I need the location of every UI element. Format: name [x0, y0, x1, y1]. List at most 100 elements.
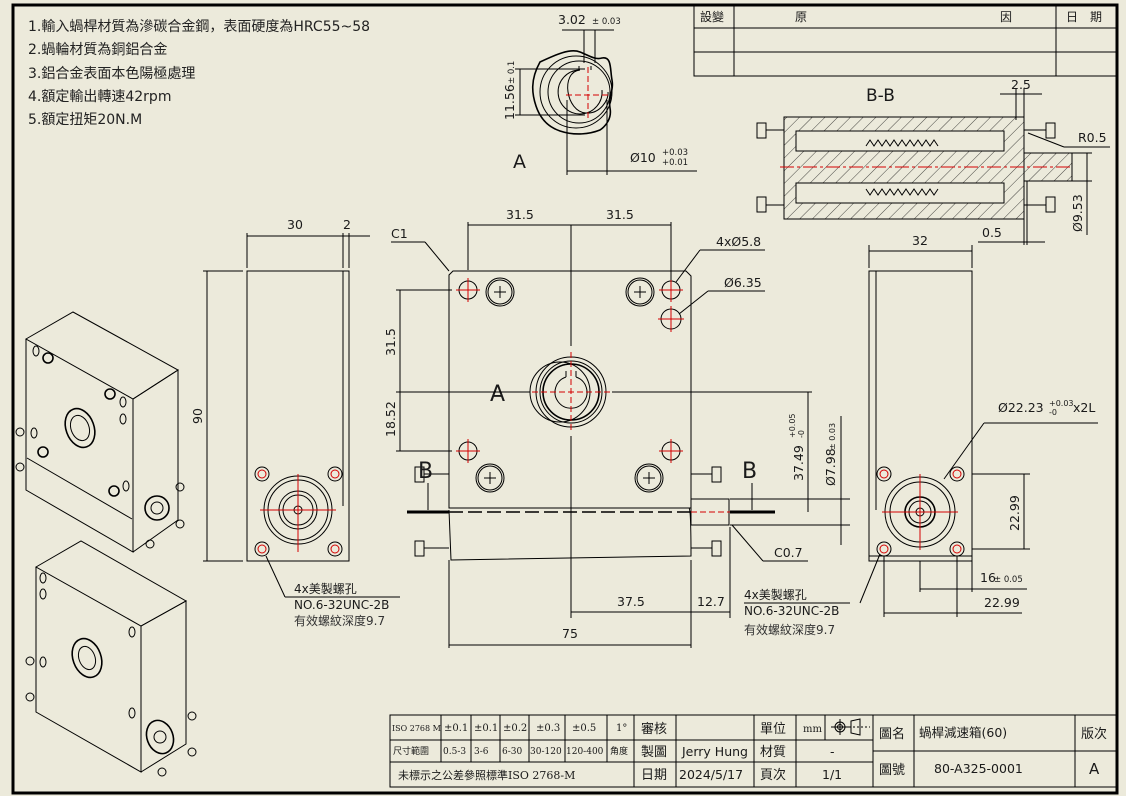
page-label: 頁次 [760, 767, 786, 783]
total-width-dim: 75 [562, 626, 578, 641]
shaft-dia-dim: Ø10 [630, 150, 656, 165]
bore-22-23-tol-upper: +0.03 [1049, 399, 1074, 408]
bore-22-23-dim: Ø22.23 [998, 400, 1044, 415]
right-side-view: 32 Ø22.23 +0.03 -0 x2L 22.99 16 ± 0.05 2… [859, 233, 1098, 617]
radius-dim: R0.5 [1078, 130, 1107, 145]
left-callout-line2: NO.6-32UNC-2B [294, 598, 389, 612]
section-marker-left: B [418, 459, 433, 484]
bore-22-23-tol-lower: -0 [1049, 408, 1057, 417]
review-label: 審核 [641, 722, 667, 737]
left-flange-dim: 2 [343, 217, 351, 232]
shaft-7-98-dim: Ø7.98 [823, 448, 838, 486]
hole-spacing-v-dim: 22.99 [1007, 495, 1022, 531]
range-4: 30-120 [530, 747, 562, 757]
note-5: 5.額定扭矩20N.M [28, 112, 142, 128]
revision-header-reason-1: 原 [795, 10, 807, 24]
sheet-border [11, 3, 1119, 795]
center-to-edge-dim: 37.5 [617, 594, 645, 609]
chamfer-c1: C1 [391, 226, 408, 241]
tolerance-standard: ISO 2768 M [392, 724, 441, 733]
tolerance-table: ISO 2768 M ±0.1 ±0.1 ±0.2 ±0.3 ±0.5 1° 尺… [389, 714, 874, 788]
range-5: 120-400 [566, 747, 604, 757]
tolerance-3: ±0.2 [503, 723, 527, 734]
drawn-value: Jerry Hung [681, 744, 748, 759]
drawing-number-value: 80-A325-0001 [934, 761, 1023, 776]
unit-value: mm [803, 724, 822, 735]
keyway-height-tol: ± 0.1 [507, 61, 517, 84]
center-offset-dim: 16 [980, 570, 996, 585]
hole-6-35-callout: Ø6.35 [724, 275, 762, 290]
chamfer-c0-7: C0.7 [774, 545, 803, 560]
isometric-view-top [15, 311, 185, 553]
bore-dia-dim: Ø9.53 [1070, 194, 1085, 232]
front-callout-line2: NO.6-32UNC-2B [744, 604, 839, 618]
top-to-center-dim: 31.5 [383, 328, 398, 356]
material-value: - [830, 744, 835, 759]
tolerance-footnote: 未標示之公差參照標準ISO 2768-M [398, 768, 575, 782]
version-value: A [1089, 760, 1100, 778]
unit-label: 單位 [760, 722, 786, 737]
range-2: 3-6 [474, 747, 489, 757]
keyway-width-tol: ± 0.03 [592, 17, 621, 27]
revision-header-date: 日 期 [1066, 10, 1102, 24]
revision-header-change: 設變 [700, 9, 724, 24]
drawing-name-label: 圖名 [879, 726, 905, 742]
material-label: 材質 [760, 745, 786, 760]
view-a-marker: A [490, 382, 505, 407]
tolerance-5: ±0.5 [572, 723, 596, 734]
date-value: 2024/5/17 [679, 767, 743, 782]
revision-header-reason-2: 因 [1000, 10, 1012, 24]
version-label: 版次 [1081, 726, 1107, 742]
note-1: 1.輸入蝸桿材質為滲碳合金鋼，表面硬度為HRC55~58 [28, 19, 370, 35]
range-angle: 角度 [610, 745, 628, 757]
hole-spacing-h-dim: 22.99 [984, 595, 1020, 610]
first-angle-projection-icon [831, 718, 870, 736]
front-left-half-dim: 31.5 [506, 207, 534, 222]
note-2: 2.蝸輪材質為銅鋁合金 [28, 41, 167, 58]
drawing-number-label: 圖號 [879, 763, 905, 778]
tolerance-1: ±0.1 [444, 723, 468, 734]
left-side-view: 30 2 90 4x美製螺孔 NO.6-32UNC-2B 有效螺紋深度9.7 [190, 217, 400, 628]
height-37-49-dim: 37.49 [791, 445, 806, 481]
tolerance-4: ±0.3 [536, 723, 560, 734]
left-callout-line3: 有效螺紋深度9.7 [294, 613, 385, 628]
front-callout-line1: 4x美製螺孔 [744, 588, 807, 602]
holes-5-8-callout: 4xØ5.8 [716, 234, 761, 249]
drawing-name-value: 蝸桿減速箱(60) [919, 725, 1007, 740]
title-block: 圖名 蝸桿減速箱(60) 圖號 80-A325-0001 版次 A [872, 714, 1118, 788]
center-offset-tol: ± 0.05 [994, 575, 1023, 585]
note-4: 4.額定輸出轉速42rpm [28, 89, 171, 105]
height-37-49-tol-lower: -0 [797, 430, 806, 438]
front-callout-line3: 有效螺紋深度9.7 [744, 622, 835, 637]
height-37-49-tol-upper: +0.05 [788, 413, 797, 438]
date-label: 日期 [641, 768, 667, 783]
shaft-dia-tol-lower: +0.01 [662, 158, 688, 168]
keyway-width-dim: 3.02 [558, 12, 586, 27]
left-height-dim: 90 [190, 408, 205, 424]
left-width-dim: 30 [287, 217, 303, 232]
left-callout-line1: 4x美製螺孔 [294, 582, 357, 596]
bore-22-23-suffix: x2L [1073, 400, 1095, 415]
detail-view-a: 3.02 ± 0.03 11.56 ± 0.1 A Ø10 +0.03 +0.0… [502, 12, 697, 175]
offset-dim: 0.5 [982, 225, 1002, 240]
groove-width-dim: 2.5 [1011, 77, 1031, 92]
shaft-length-dim: 12.7 [697, 594, 725, 609]
section-marker-right: B [742, 459, 757, 484]
note-3: 3.鋁合金表面本色陽極處理 [28, 65, 195, 82]
range-3: 6-30 [502, 747, 522, 757]
isometric-view-bottom [25, 540, 197, 777]
center-to-hole-dim: 18.52 [383, 401, 398, 437]
revision-table: 設變 原 因 日 期 [693, 4, 1118, 77]
page-value: 1/1 [822, 767, 842, 782]
section-bb-label: B-B [866, 86, 895, 106]
front-right-half-dim: 31.5 [606, 207, 634, 222]
tolerance-2: ±0.1 [474, 723, 498, 734]
drawn-label: 製圖 [641, 745, 667, 760]
view-a-label: A [513, 151, 526, 173]
general-notes: 1.輸入蝸桿材質為滲碳合金鋼，表面硬度為HRC55~58 2.蝸輪材質為銅鋁合金… [28, 19, 370, 128]
range-1: 0.5-3 [443, 747, 466, 757]
right-width-dim: 32 [912, 233, 928, 248]
shaft-dia-tol-upper: +0.03 [662, 148, 688, 158]
front-view: B B A 31.5 31.5 C1 4xØ5.8 Ø6.35 31.5 18.… [383, 207, 850, 648]
